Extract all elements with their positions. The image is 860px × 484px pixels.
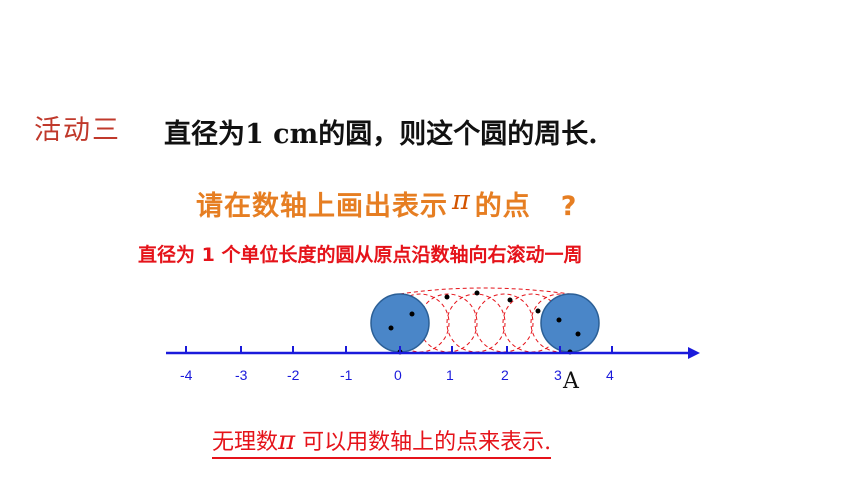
prompt-after: 的点 (474, 191, 531, 222)
marker-dot (556, 317, 562, 323)
point-a-label: A (562, 369, 580, 394)
conclusion-after: 可以用数轴上的点来表示. (302, 430, 552, 455)
subtitle-text: 直径为 1 个单位长度的圆从原点沿数轴向右滚动一周 (138, 244, 583, 266)
start-circle (370, 293, 430, 353)
prompt-before: 请在数轴上画出表示 (196, 191, 448, 222)
axis-tick-label: 4 (606, 367, 614, 383)
activity-label: 活动三 (34, 115, 121, 146)
marker-dot (507, 297, 513, 303)
marker-dot (409, 311, 415, 317)
marker-dot (444, 294, 450, 300)
axis-tick-labels: -4 -3 -2 -1 0 1 2 3 4 (180, 367, 614, 383)
axis-tick-label: -2 (287, 367, 300, 383)
axis-tick-label: -3 (235, 367, 248, 383)
marker-dot (474, 290, 480, 296)
axis-tick-label: 0 (394, 367, 402, 383)
pi-symbol: π (452, 185, 471, 216)
trail-circle (446, 293, 506, 353)
question-text: 直径为1 cm的圆，则这个圆的周长. (164, 119, 598, 150)
axis-tick-label: -1 (340, 367, 353, 383)
axis-tick-label: -4 (180, 367, 193, 383)
axis-tick-label: 3 (554, 367, 562, 383)
conclusion-before: 无理数 (212, 430, 279, 455)
axis-tick-label: 1 (446, 367, 454, 383)
conclusion-text: 无理数π 可以用数轴上的点来表示. (212, 424, 552, 459)
number-line-diagram: -4 -3 -2 -1 0 1 2 3 4 A (166, 287, 700, 394)
question-mark: ? (560, 191, 578, 222)
marker-dot (575, 331, 581, 337)
axis-ticks (185, 346, 613, 353)
end-circle (540, 293, 600, 353)
pi-symbol-conclusion: π (278, 426, 296, 456)
trail-circle (474, 293, 534, 353)
marker-dot (388, 325, 394, 331)
axis-tick-label: 2 (501, 367, 509, 383)
trail-arc (399, 287, 571, 295)
axis-arrow (688, 347, 700, 359)
marker-dot (535, 308, 541, 314)
